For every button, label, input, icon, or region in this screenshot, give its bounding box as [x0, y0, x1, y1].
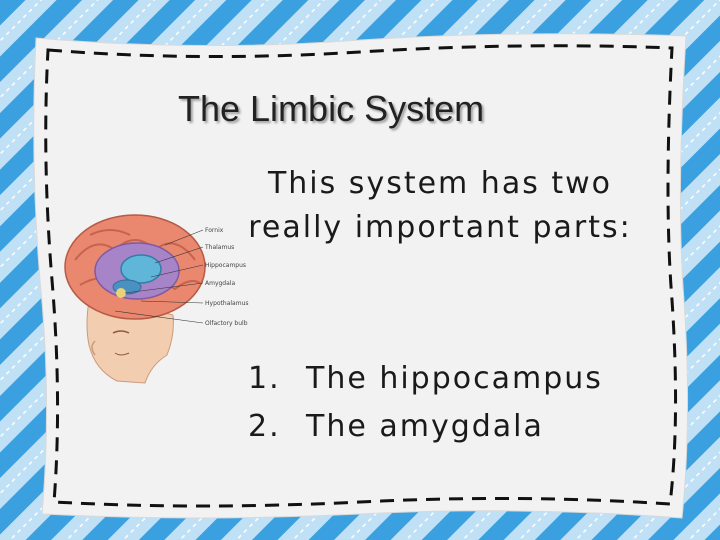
slide-title: The Limbic System	[178, 88, 485, 129]
limbic-brain-illustration: Fornix Thalamus Hippocampus Amygdala Hyp…	[64, 214, 249, 384]
list-item: 2. The amygdala	[248, 403, 668, 451]
brain-label: Thalamus	[204, 244, 234, 251]
brain-label: Amygdala	[205, 280, 235, 287]
list-number: 2.	[248, 409, 281, 444]
brain-label: Hippocampus	[205, 262, 246, 269]
brain-label: Olfactory bulb	[205, 320, 248, 327]
parts-list: 1. The hippocampus 2. The amygdala	[248, 355, 668, 451]
brain-label: Fornix	[205, 227, 224, 234]
list-item: 1. The hippocampus	[248, 355, 668, 403]
intro-text: This system has two really important par…	[248, 166, 632, 245]
list-text: The hippocampus	[306, 361, 603, 396]
paper-card	[33, 33, 689, 519]
list-text: The amygdala	[306, 409, 544, 444]
list-number: 1.	[248, 361, 281, 396]
brain-label: Hypothalamus	[205, 300, 249, 307]
